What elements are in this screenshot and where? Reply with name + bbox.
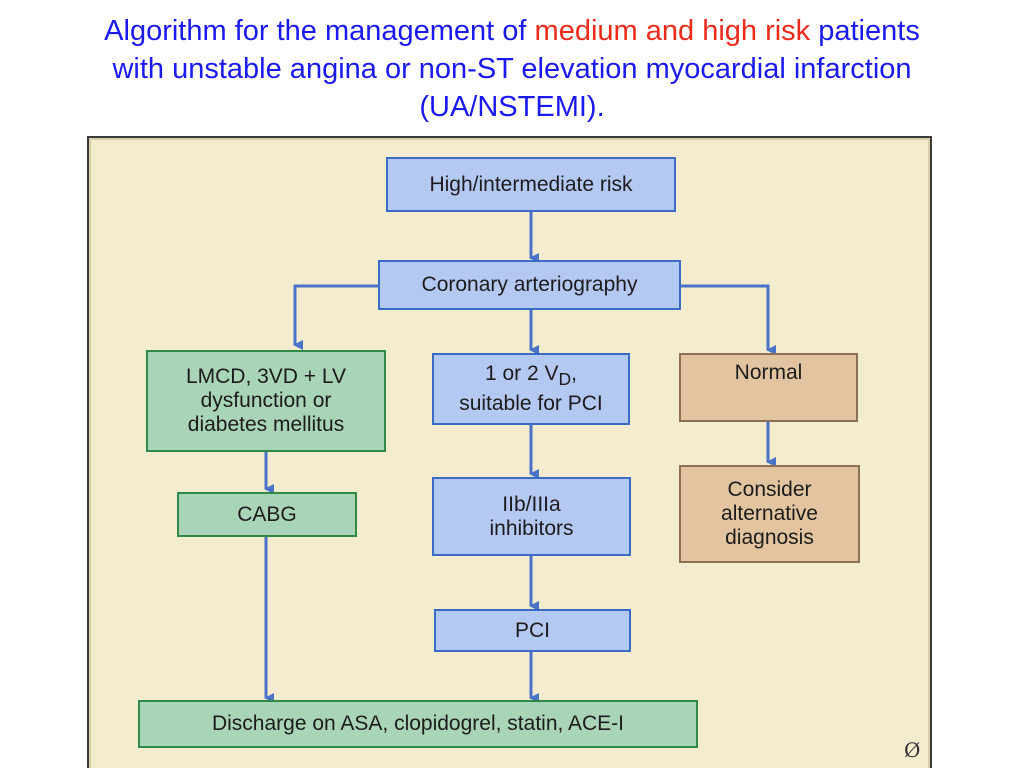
node-lmcd-label: LMCD, 3VD + LV dysfunction or diabetes m… <box>186 365 346 437</box>
lmcd-line2: dysfunction or <box>200 389 332 412</box>
consider-line3: diagnosis <box>725 526 814 549</box>
node-high-intermediate-risk: High/intermediate risk <box>386 157 676 212</box>
node-pci: PCI <box>434 609 631 652</box>
title-part1: Algorithm for the management of <box>104 15 535 47</box>
vd-line1-sub: D <box>558 369 572 390</box>
flowchart-panel <box>87 136 932 768</box>
node-consider-label: Consider alternative diagnosis <box>721 478 818 550</box>
vd-line1-post: , <box>571 362 577 386</box>
node-discharge-label: Discharge on ASA, clopidogrel, statin, A… <box>211 712 625 735</box>
node-vessel-disease: 1 or 2 VD, suitable for PCI <box>432 353 630 425</box>
lmcd-line1: LMCD, 3VD + LV <box>185 365 347 388</box>
node-vd-label: 1 or 2 VD, suitable for PCI <box>459 362 603 415</box>
node-normal-label: Normal <box>734 361 803 384</box>
node-lmcd-3vd: LMCD, 3VD + LV dysfunction or diabetes m… <box>146 350 386 452</box>
node-consider-alternative: Consider alternative diagnosis <box>679 465 860 563</box>
title-highlight: medium and high risk <box>534 15 811 47</box>
vd-line2: suitable for PCI <box>459 391 603 415</box>
node-iib-iiia-inhibitors: IIb/IIIa inhibitors <box>432 477 631 556</box>
consider-line1: Consider <box>727 478 812 501</box>
node-cabg: CABG <box>177 492 357 537</box>
title-line3: (UA/NSTEMI). <box>419 91 605 123</box>
node-pci-label: PCI <box>514 618 550 642</box>
node-normal: Normal <box>679 353 858 422</box>
title-line2: with unstable angina or non-ST elevation… <box>112 53 912 85</box>
lmcd-line3: diabetes mellitus <box>187 413 345 436</box>
node-discharge: Discharge on ASA, clopidogrel, statin, A… <box>138 700 698 748</box>
copyright-logo-icon: Ø <box>904 738 921 762</box>
vd-line1-pre: 1 or 2 V <box>484 362 559 386</box>
title-part2: patients <box>810 15 920 47</box>
node-inhibitors-label: IIb/IIIa inhibitors <box>489 493 573 541</box>
node-arteriography-label: Coronary arteriography <box>421 273 638 296</box>
inhib-line2: inhibitors <box>489 516 574 540</box>
slide-title: Algorithm for the management of medium a… <box>10 12 1014 126</box>
node-cabg-label: CABG <box>237 502 297 526</box>
flowchart-panel-border <box>89 138 930 768</box>
inhib-line1: IIb/IIIa <box>502 492 561 516</box>
consider-line2: alternative <box>721 502 818 525</box>
node-high-risk-label: High/intermediate risk <box>429 172 633 196</box>
node-coronary-arteriography: Coronary arteriography <box>378 260 681 310</box>
